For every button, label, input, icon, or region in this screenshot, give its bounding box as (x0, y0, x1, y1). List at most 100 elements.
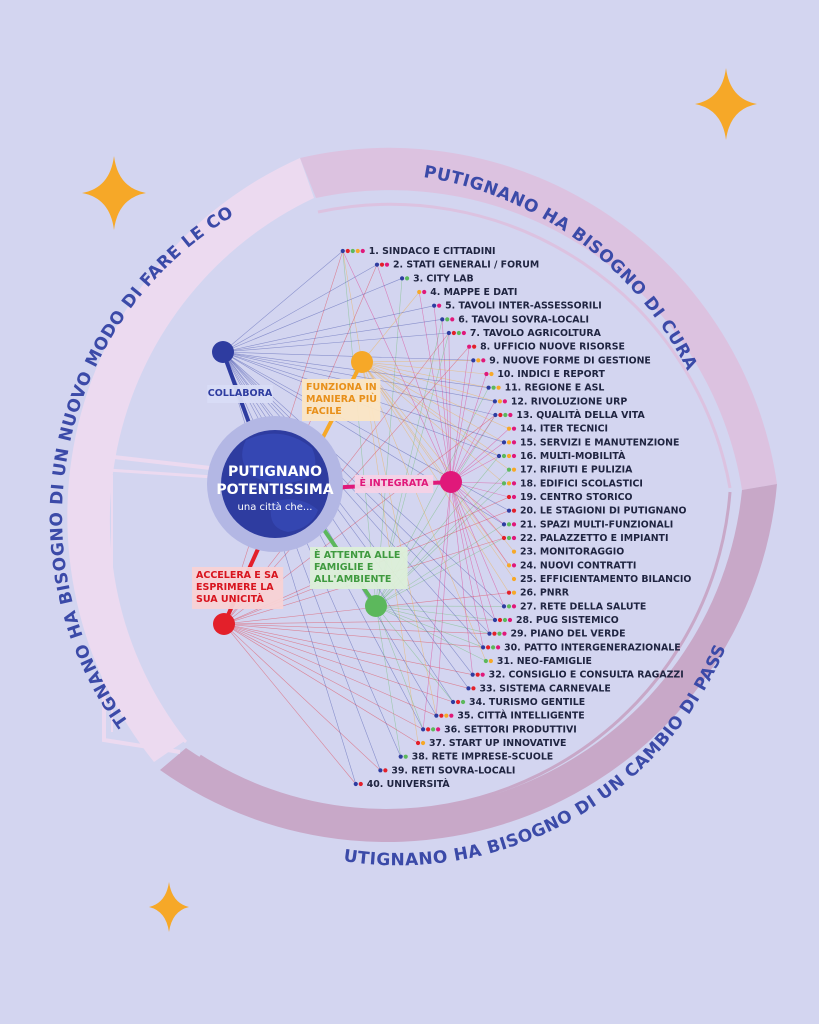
item-dot (508, 412, 513, 418)
item-label: 19. CENTRO STORICO (520, 492, 633, 503)
item-dot (480, 672, 485, 677)
item-dot (511, 590, 517, 595)
item-dot (374, 262, 380, 267)
item-dot (501, 440, 507, 445)
item-label: 28. PUG SISTEMICO (516, 615, 619, 626)
item-label: 4. MAPPE E DATI (430, 287, 517, 298)
connection-line (361, 361, 510, 593)
list-item: 8. UFFICIO NUOVE RISORSE (467, 342, 625, 353)
item-dot (487, 631, 492, 636)
item-dot (490, 645, 496, 650)
item-list: 1. SINDACO E CITTADINI 2. STATI GENERALI … (340, 246, 691, 790)
item-label: 40. UNIVERSITÀ (367, 778, 451, 790)
connection-line (375, 524, 505, 607)
item-dot (480, 645, 486, 650)
item-label: 8. UFFICIO NUOVE RISORSE (480, 342, 625, 353)
item-dot (497, 399, 502, 404)
connection-line (222, 319, 443, 353)
item-dot (495, 645, 501, 650)
list-item: 38. RETE IMPRESE-SCUOLE (398, 752, 553, 763)
hub-label-attenta: FAMIGLIE E (314, 562, 373, 573)
connection-line (375, 605, 402, 757)
hub-node-integrata (440, 471, 462, 493)
item-dot (420, 740, 426, 746)
item-label: 15. SERVIZI E MANUTENZIONE (520, 437, 679, 448)
item-label: 14. ITER TECNICI (520, 424, 608, 435)
item-dot (483, 658, 488, 664)
connection-line (375, 605, 486, 662)
item-dot (456, 330, 461, 336)
item-dot (476, 358, 481, 363)
connection-line (223, 623, 484, 648)
hub-label-funziona: FACILE (306, 406, 342, 417)
hub-label-accelera: ESPRIMERE LA (196, 582, 274, 593)
connection-line (222, 278, 403, 353)
item-dot (461, 330, 466, 336)
item-dot (484, 371, 489, 377)
list-item: 13. QUALITÀ DELLA VITA (493, 409, 645, 421)
connection-line (361, 361, 495, 402)
item-dot (511, 481, 517, 486)
hub-label-funziona: MANIERA PIÙ (306, 393, 377, 405)
connection-line (450, 442, 505, 483)
item-label: 20. LE STAGIONI DI PUTIGNANO (520, 506, 686, 517)
hub-label-bg (302, 379, 381, 421)
connection-line (436, 481, 452, 716)
connection-line (450, 428, 510, 483)
item-label: 27. RETE DELLA SALUTE (520, 601, 646, 612)
item-label: 18. EDIFICI SCOLASTICI (520, 478, 643, 489)
list-item: 17. RIFIUTI E PULIZIA (506, 465, 633, 476)
connection-line (376, 264, 452, 483)
item-label: 26. PNRR (520, 588, 570, 599)
list-item: 19. CENTRO STORICO (506, 492, 633, 503)
list-item: 25. EFFICIENTAMENTO BILANCIO (511, 574, 691, 585)
list-item: 16. MULTI-MOBILITÀ (496, 450, 626, 462)
item-dot (350, 248, 355, 254)
item-dot (493, 412, 498, 418)
item-dot (471, 686, 476, 691)
item-label: 1. SINDACO E CITTADINI (369, 246, 496, 257)
item-dot (355, 248, 360, 254)
item-label: 2. STATI GENERALI / FORUM (393, 260, 539, 271)
item-label: 29. PIANO DEL VERDE (510, 629, 625, 640)
connection-line (361, 361, 500, 457)
item-dot (503, 412, 508, 418)
connection-line (342, 250, 363, 363)
hub-label-bg (354, 475, 434, 493)
connection-line (361, 361, 487, 375)
item-dot (511, 453, 517, 459)
connection-line (450, 481, 484, 648)
item-label: 32. CONSIGLIO E CONSULTA RAGAZZI (489, 670, 684, 681)
item-dot (450, 699, 456, 705)
list-item: 23. MONITORAGGIO (511, 547, 624, 558)
item-dot (475, 672, 480, 677)
connection-line (342, 250, 452, 483)
item-dot (358, 781, 363, 787)
list-item: 12. RIVOLUZIONE URP (492, 396, 627, 407)
item-label: 36. SETTORI PRODUTTIVI (444, 724, 577, 735)
list-item: 2. STATI GENERALI / FORUM (374, 260, 539, 271)
star-icon (695, 68, 757, 140)
item-dot (384, 262, 390, 267)
center-subtitle: una città che... (238, 501, 313, 513)
connection-line (223, 623, 454, 703)
item-dot (491, 385, 496, 390)
item-dot (345, 248, 350, 254)
connection-lines (222, 250, 515, 785)
item-dot (496, 385, 501, 390)
connection-line (375, 537, 505, 607)
connection-line (450, 373, 487, 483)
item-dot (511, 522, 517, 527)
hub-label-bg (207, 385, 273, 403)
item-label: 39. RETI SOVRA-LOCALI (391, 765, 515, 776)
item-dot (501, 522, 507, 527)
connection-line (450, 481, 505, 607)
item-dot (501, 604, 507, 609)
item-dot (511, 576, 517, 582)
item-label: 34. TURISMO GENTILE (469, 697, 585, 708)
list-item: 9. NUOVE FORME DI GESTIONE (471, 355, 651, 366)
item-dot (502, 631, 507, 636)
list-item: 11. REGIONE E ASL (486, 383, 604, 394)
